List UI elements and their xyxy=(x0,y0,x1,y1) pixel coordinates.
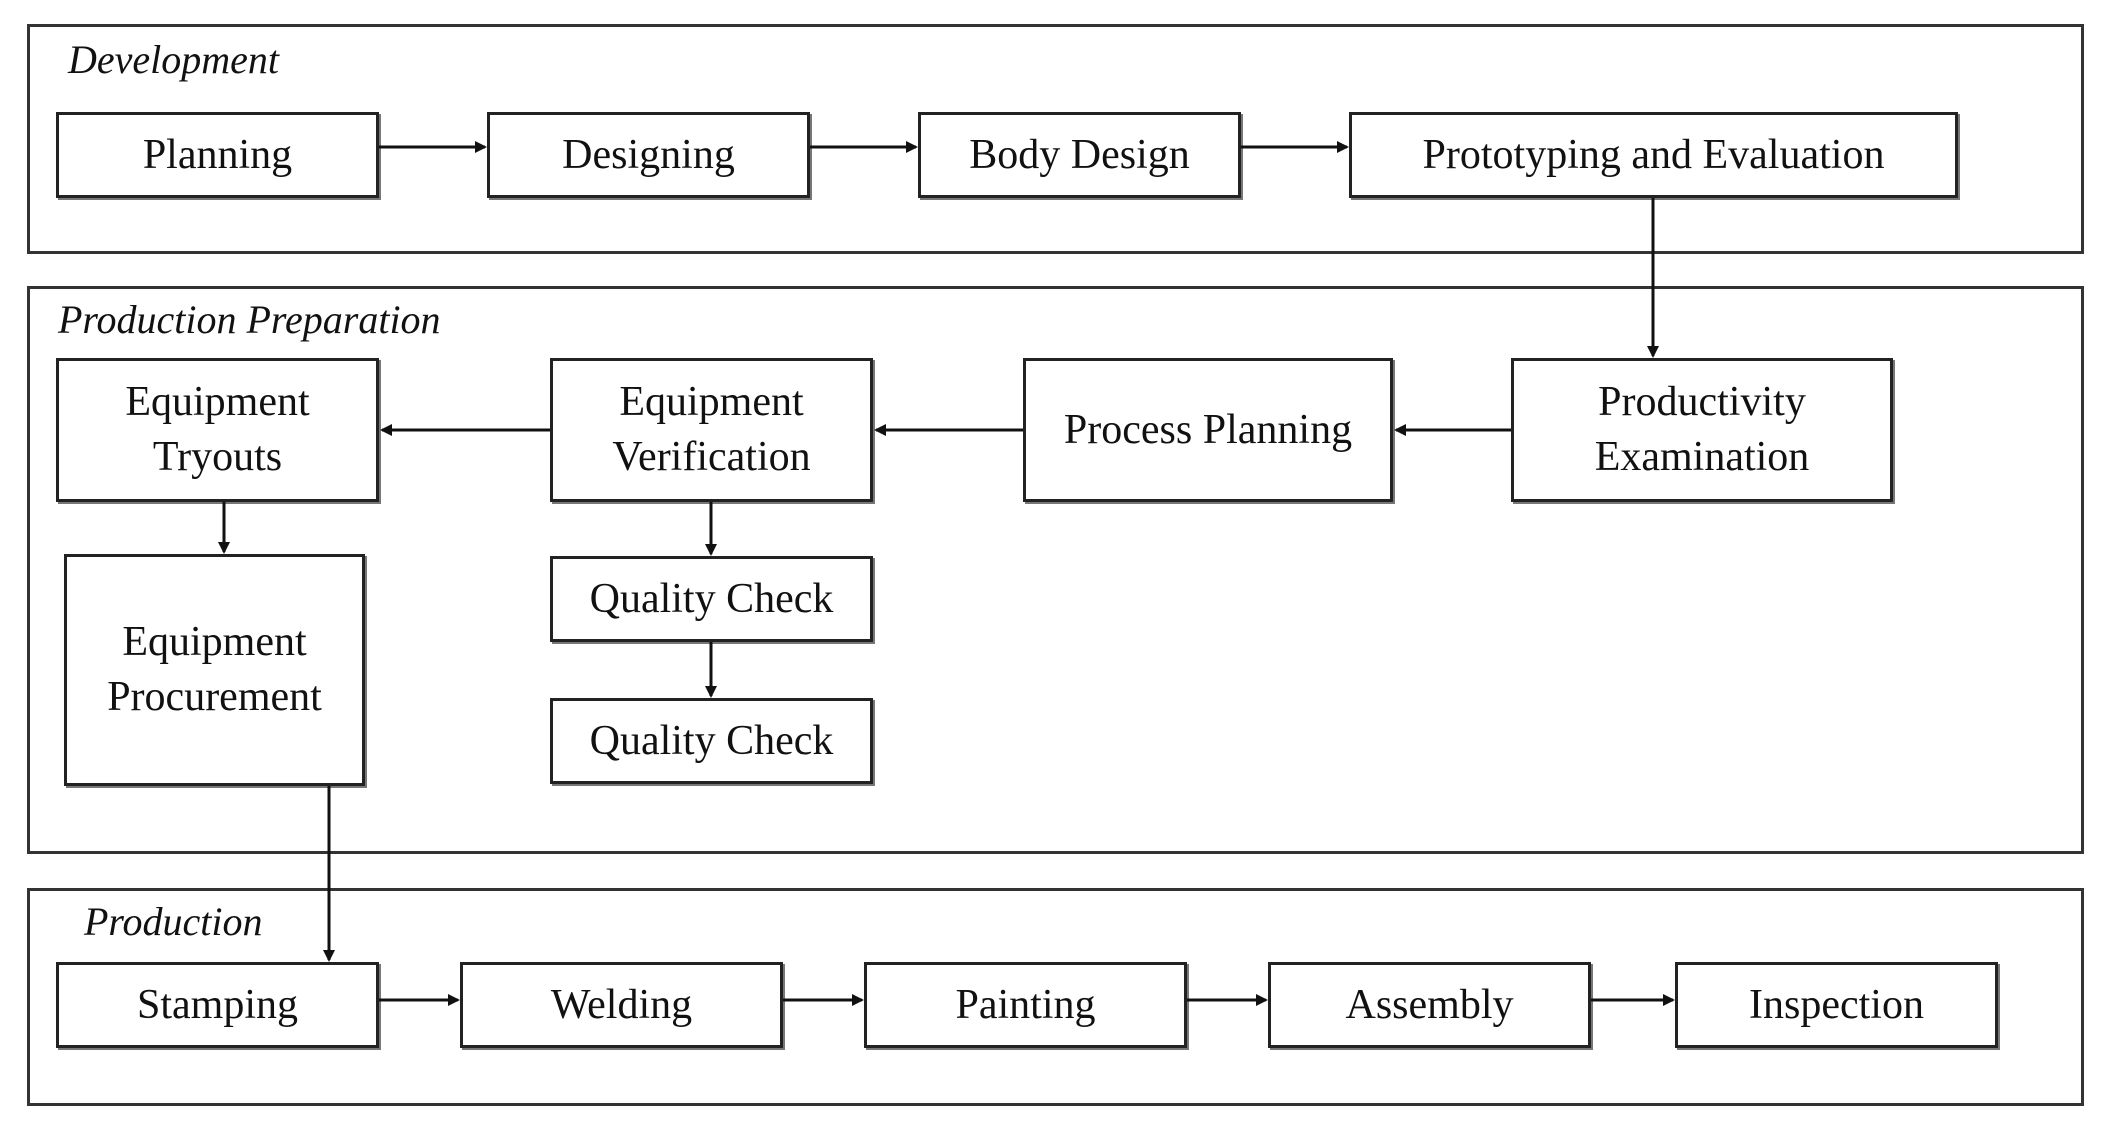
painting-label: Painting xyxy=(955,981,1096,1028)
process-planning-label: Process Planning xyxy=(1063,406,1353,453)
planning-node: Planning xyxy=(56,112,379,198)
equipment-tryouts-label: Equipment Tryouts xyxy=(125,379,310,480)
quality-check-2-node: Quality Check xyxy=(550,698,873,784)
welding-node: Welding xyxy=(460,962,783,1048)
quality-check-1-label: Quality Check xyxy=(589,575,834,622)
prototyping-node: Prototyping and Evaluation xyxy=(1349,112,1958,198)
productivity-examination-label: Productivity Examination xyxy=(1594,379,1810,480)
equipment-verification-node: Equipment Verification xyxy=(550,358,873,502)
production-section xyxy=(27,888,2084,1106)
assembly-label: Assembly xyxy=(1345,981,1514,1028)
body-design-label: Body Design xyxy=(969,131,1190,178)
stamping-node: Stamping xyxy=(56,962,379,1048)
equipment-procurement-label: Equipment Procurement xyxy=(107,619,322,720)
welding-label: Welding xyxy=(550,981,693,1028)
process-planning-node: Process Planning xyxy=(1023,358,1393,502)
stamping-label: Stamping xyxy=(136,981,298,1028)
assembly-node: Assembly xyxy=(1268,962,1591,1048)
equipment-verification-label: Equipment Verification xyxy=(612,379,811,480)
inspection-label: Inspection xyxy=(1749,981,1924,1028)
designing-label: Designing xyxy=(562,131,735,178)
productivity-examination-node: Productivity Examination xyxy=(1511,358,1893,502)
development-section xyxy=(27,24,2084,254)
production-preparation-section xyxy=(27,286,2084,854)
quality-check-2-label: Quality Check xyxy=(589,717,834,764)
inspection-node: Inspection xyxy=(1675,962,1998,1048)
quality-check-1-node: Quality Check xyxy=(550,556,873,642)
equipment-procurement-node: Equipment Procurement xyxy=(64,554,365,786)
production-preparation-section-title: Production Preparation xyxy=(58,297,441,342)
prototyping-label: Prototyping and Evaluation xyxy=(1422,131,1885,178)
painting-node: Painting xyxy=(864,962,1187,1048)
equipment-tryouts-node: Equipment Tryouts xyxy=(56,358,379,502)
body-design-node: Body Design xyxy=(918,112,1241,198)
planning-label: Planning xyxy=(142,131,293,178)
designing-node: Designing xyxy=(487,112,810,198)
production-section-title: Production xyxy=(84,899,263,944)
development-section-title: Development xyxy=(68,37,280,82)
